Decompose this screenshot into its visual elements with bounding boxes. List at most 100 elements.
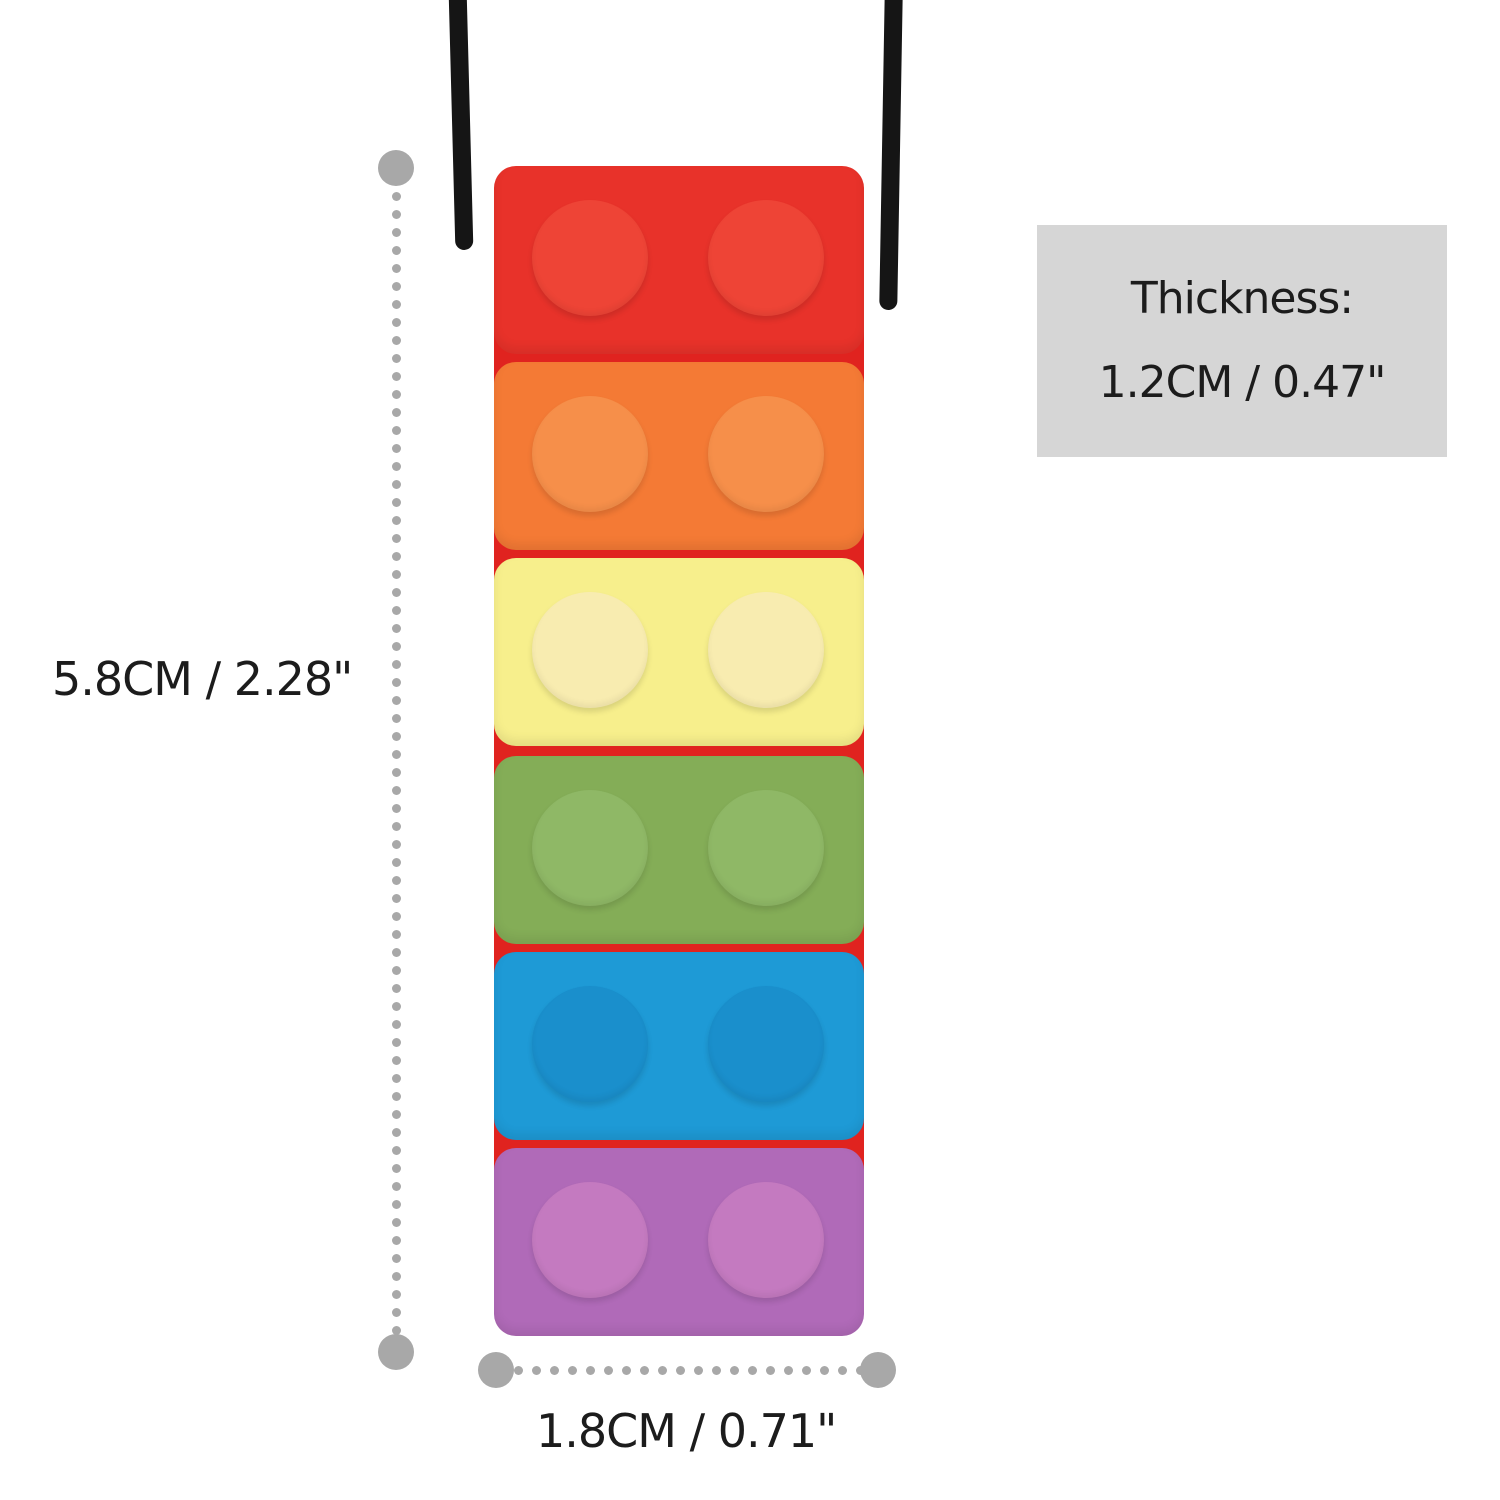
dot-icon: [784, 1366, 793, 1375]
dot-icon: [392, 1218, 401, 1227]
dot-icon: [532, 1366, 541, 1375]
dot-icon: [392, 246, 401, 255]
dot-icon: [392, 570, 401, 579]
dot-icon: [658, 1366, 667, 1375]
stud-icon: [708, 200, 824, 316]
dot-icon: [392, 966, 401, 975]
dot-icon: [392, 210, 401, 219]
dot-icon: [392, 228, 401, 237]
dot-icon: [392, 1074, 401, 1083]
dot-icon: [392, 624, 401, 633]
dot-icon: [392, 372, 401, 381]
stud-icon: [532, 200, 648, 316]
brick-green: [494, 756, 864, 944]
dot-icon: [392, 1200, 401, 1209]
thickness-box: Thickness: 1.2CM / 0.47": [1037, 225, 1447, 457]
dot-icon: [392, 480, 401, 489]
dot-icon: [604, 1366, 613, 1375]
dimension-endpoint-icon: [860, 1352, 896, 1388]
dot-icon: [392, 768, 401, 777]
dot-icon: [550, 1366, 559, 1375]
stud-icon: [532, 396, 648, 512]
brick-stack: [494, 166, 864, 1340]
brick-orange: [494, 362, 864, 550]
dot-icon: [392, 462, 401, 471]
dot-icon: [392, 534, 401, 543]
dot-icon: [392, 444, 401, 453]
dot-icon: [392, 1110, 401, 1119]
dot-icon: [392, 660, 401, 669]
dimension-endpoint-icon: [478, 1352, 514, 1388]
dot-icon: [802, 1366, 811, 1375]
dot-icon: [392, 552, 401, 561]
dot-icon: [392, 1128, 401, 1137]
dot-icon: [838, 1366, 847, 1375]
dot-icon: [392, 606, 401, 615]
dot-icon: [392, 786, 401, 795]
stud-icon: [708, 1182, 824, 1298]
dot-icon: [392, 822, 401, 831]
cord-left-strand: [448, 0, 474, 251]
dot-icon: [392, 1254, 401, 1263]
dot-icon: [392, 930, 401, 939]
dot-icon: [392, 1038, 401, 1047]
dot-icon: [392, 1020, 401, 1029]
dot-icon: [392, 1326, 401, 1335]
stud-icon: [532, 1182, 648, 1298]
dot-icon: [586, 1366, 595, 1375]
dot-icon: [392, 858, 401, 867]
dimension-endpoint-icon: [378, 1334, 414, 1370]
dot-icon: [676, 1366, 685, 1375]
stud-icon: [708, 396, 824, 512]
dot-icon: [392, 1308, 401, 1317]
stud-icon: [532, 986, 648, 1102]
dot-icon: [392, 732, 401, 741]
thickness-title: Thickness:: [1130, 273, 1354, 324]
dot-icon: [392, 1146, 401, 1155]
dot-icon: [622, 1366, 631, 1375]
dot-icon: [730, 1366, 739, 1375]
stud-icon: [708, 790, 824, 906]
dot-icon: [392, 354, 401, 363]
cord-right-strand: [879, 0, 903, 311]
stud-icon: [708, 986, 824, 1102]
dot-icon: [392, 426, 401, 435]
dot-icon: [392, 336, 401, 345]
dot-icon: [392, 642, 401, 651]
dot-icon: [392, 390, 401, 399]
dot-icon: [392, 498, 401, 507]
dot-icon: [392, 1290, 401, 1299]
stud-icon: [708, 592, 824, 708]
dot-icon: [712, 1366, 721, 1375]
width-label: 1.8CM / 0.71": [536, 1404, 837, 1458]
dot-icon: [748, 1366, 757, 1375]
stud-icon: [532, 592, 648, 708]
brick-yellow: [494, 558, 864, 746]
dot-icon: [392, 300, 401, 309]
brick-purple: [494, 1148, 864, 1336]
dot-icon: [392, 516, 401, 525]
dot-icon: [820, 1366, 829, 1375]
stud-icon: [532, 790, 648, 906]
dot-icon: [766, 1366, 775, 1375]
dot-icon: [392, 714, 401, 723]
brick-blue: [494, 952, 864, 1140]
dot-icon: [392, 696, 401, 705]
dot-icon: [392, 876, 401, 885]
dot-icon: [640, 1366, 649, 1375]
thickness-value: 1.2CM / 0.47": [1098, 357, 1387, 408]
dot-icon: [568, 1366, 577, 1375]
dot-icon: [392, 192, 401, 201]
dot-icon: [514, 1366, 523, 1375]
dot-icon: [392, 1002, 401, 1011]
dot-icon: [392, 678, 401, 687]
dot-icon: [392, 912, 401, 921]
dot-icon: [392, 1182, 401, 1191]
dot-icon: [392, 1164, 401, 1173]
dot-icon: [392, 1056, 401, 1065]
dot-icon: [392, 840, 401, 849]
dot-icon: [392, 1092, 401, 1101]
dot-icon: [392, 804, 401, 813]
dot-icon: [392, 408, 401, 417]
brick-red: [494, 166, 864, 354]
